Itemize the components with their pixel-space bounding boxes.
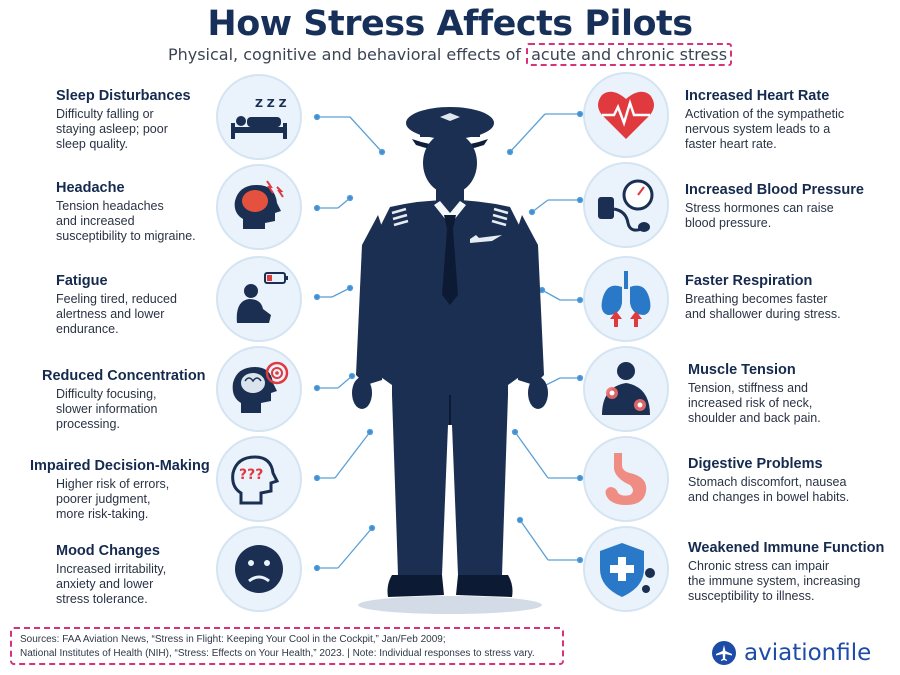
question-marks: ???: [239, 467, 263, 483]
effect-description: Higher risk of errors,poorer judgment,mo…: [56, 477, 170, 521]
effect-sleep: Sleep Disturbances Difficulty falling or…: [56, 88, 216, 152]
icon-circle-headache: [216, 164, 302, 250]
sources-line: National Institutes of Health (NIH), “St…: [20, 648, 535, 659]
effect-title: Mood Changes: [56, 543, 160, 559]
lungs-icon: [601, 271, 651, 327]
pilot-silhouette-icon: [352, 107, 548, 614]
effect-decision: Impaired Decision-Making Higher risk of …: [30, 458, 216, 522]
icon-circle-sleep: Z Z Z: [216, 74, 302, 160]
effect-title: Sleep Disturbances: [56, 88, 191, 104]
concentration-icon: [232, 361, 289, 413]
sleep-zzz: Z Z Z: [255, 97, 287, 110]
effect-respiration: Faster Respiration Breathing becomes fas…: [685, 273, 890, 322]
icon-circle-decision: ???: [216, 436, 302, 522]
effect-title: Impaired Decision-Making: [30, 458, 210, 474]
brand-logo: aviationfile: [712, 640, 871, 666]
icon-circle-fatigue: [216, 256, 302, 342]
page-subtitle: Physical, cognitive and behavioral effec…: [0, 43, 900, 66]
effect-title: Reduced Concentration: [42, 368, 206, 384]
icon-circle-concentration: [216, 346, 302, 432]
sad-face-icon: [235, 545, 283, 593]
icon-circle-stomach: [583, 436, 669, 522]
brand-name: aviationfile: [744, 640, 872, 666]
icon-circle-lungs: [583, 256, 669, 342]
icon-circle-mood: [216, 526, 302, 612]
icon-circle-heart: [583, 72, 669, 158]
subtitle-highlight: acute and chronic stress: [526, 43, 733, 66]
fatigue-icon: [236, 272, 288, 323]
page-title: How Stress Affects Pilots: [207, 4, 693, 44]
airplane-logo-icon: [712, 641, 736, 665]
effect-title: Fatigue: [56, 273, 108, 289]
icon-circle-immune: [583, 526, 669, 612]
immune-shield-icon: [600, 543, 655, 597]
icon-circle-muscle: [583, 346, 669, 432]
sleep-icon: Z Z Z: [231, 97, 287, 139]
effect-blood-pressure: Increased Blood Pressure Stress hormones…: [685, 182, 890, 231]
effect-digestive: Digestive Problems Stomach discomfort, n…: [688, 456, 890, 505]
effect-title: Digestive Problems: [688, 456, 823, 472]
effect-title: Headache: [56, 180, 125, 196]
icon-circle-blood-pressure: [583, 162, 669, 248]
stomach-icon: [605, 453, 647, 505]
sources-box: Sources: FAA Aviation News, “Stress in F…: [10, 627, 564, 665]
sources-line: Sources: FAA Aviation News, “Stress in F…: [20, 634, 446, 645]
effect-heart-rate: Increased Heart Rate Activation of the s…: [685, 88, 890, 152]
effect-concentration: Reduced Concentration Difficulty focusin…: [42, 368, 216, 432]
subtitle-lead: Physical, cognitive and behavioral effec…: [167, 45, 527, 64]
effect-title: Faster Respiration: [685, 273, 813, 289]
effect-title: Muscle Tension: [688, 362, 796, 378]
effect-mood: Mood Changes Increased irritability,anxi…: [56, 543, 216, 607]
heart-rate-icon: [598, 91, 654, 139]
headache-icon: [234, 180, 284, 229]
effect-title: Weakened Immune Function: [688, 540, 885, 556]
muscle-icon: [602, 362, 650, 415]
effect-immune: Weakened Immune Function Chronic stress …: [688, 540, 893, 604]
effect-description: Increased irritability,anxiety and lower…: [56, 562, 167, 606]
blood-pressure-icon: [598, 179, 654, 232]
effect-title: Increased Heart Rate: [685, 88, 830, 104]
effect-title: Increased Blood Pressure: [685, 182, 864, 198]
decision-icon: ???: [231, 455, 280, 505]
